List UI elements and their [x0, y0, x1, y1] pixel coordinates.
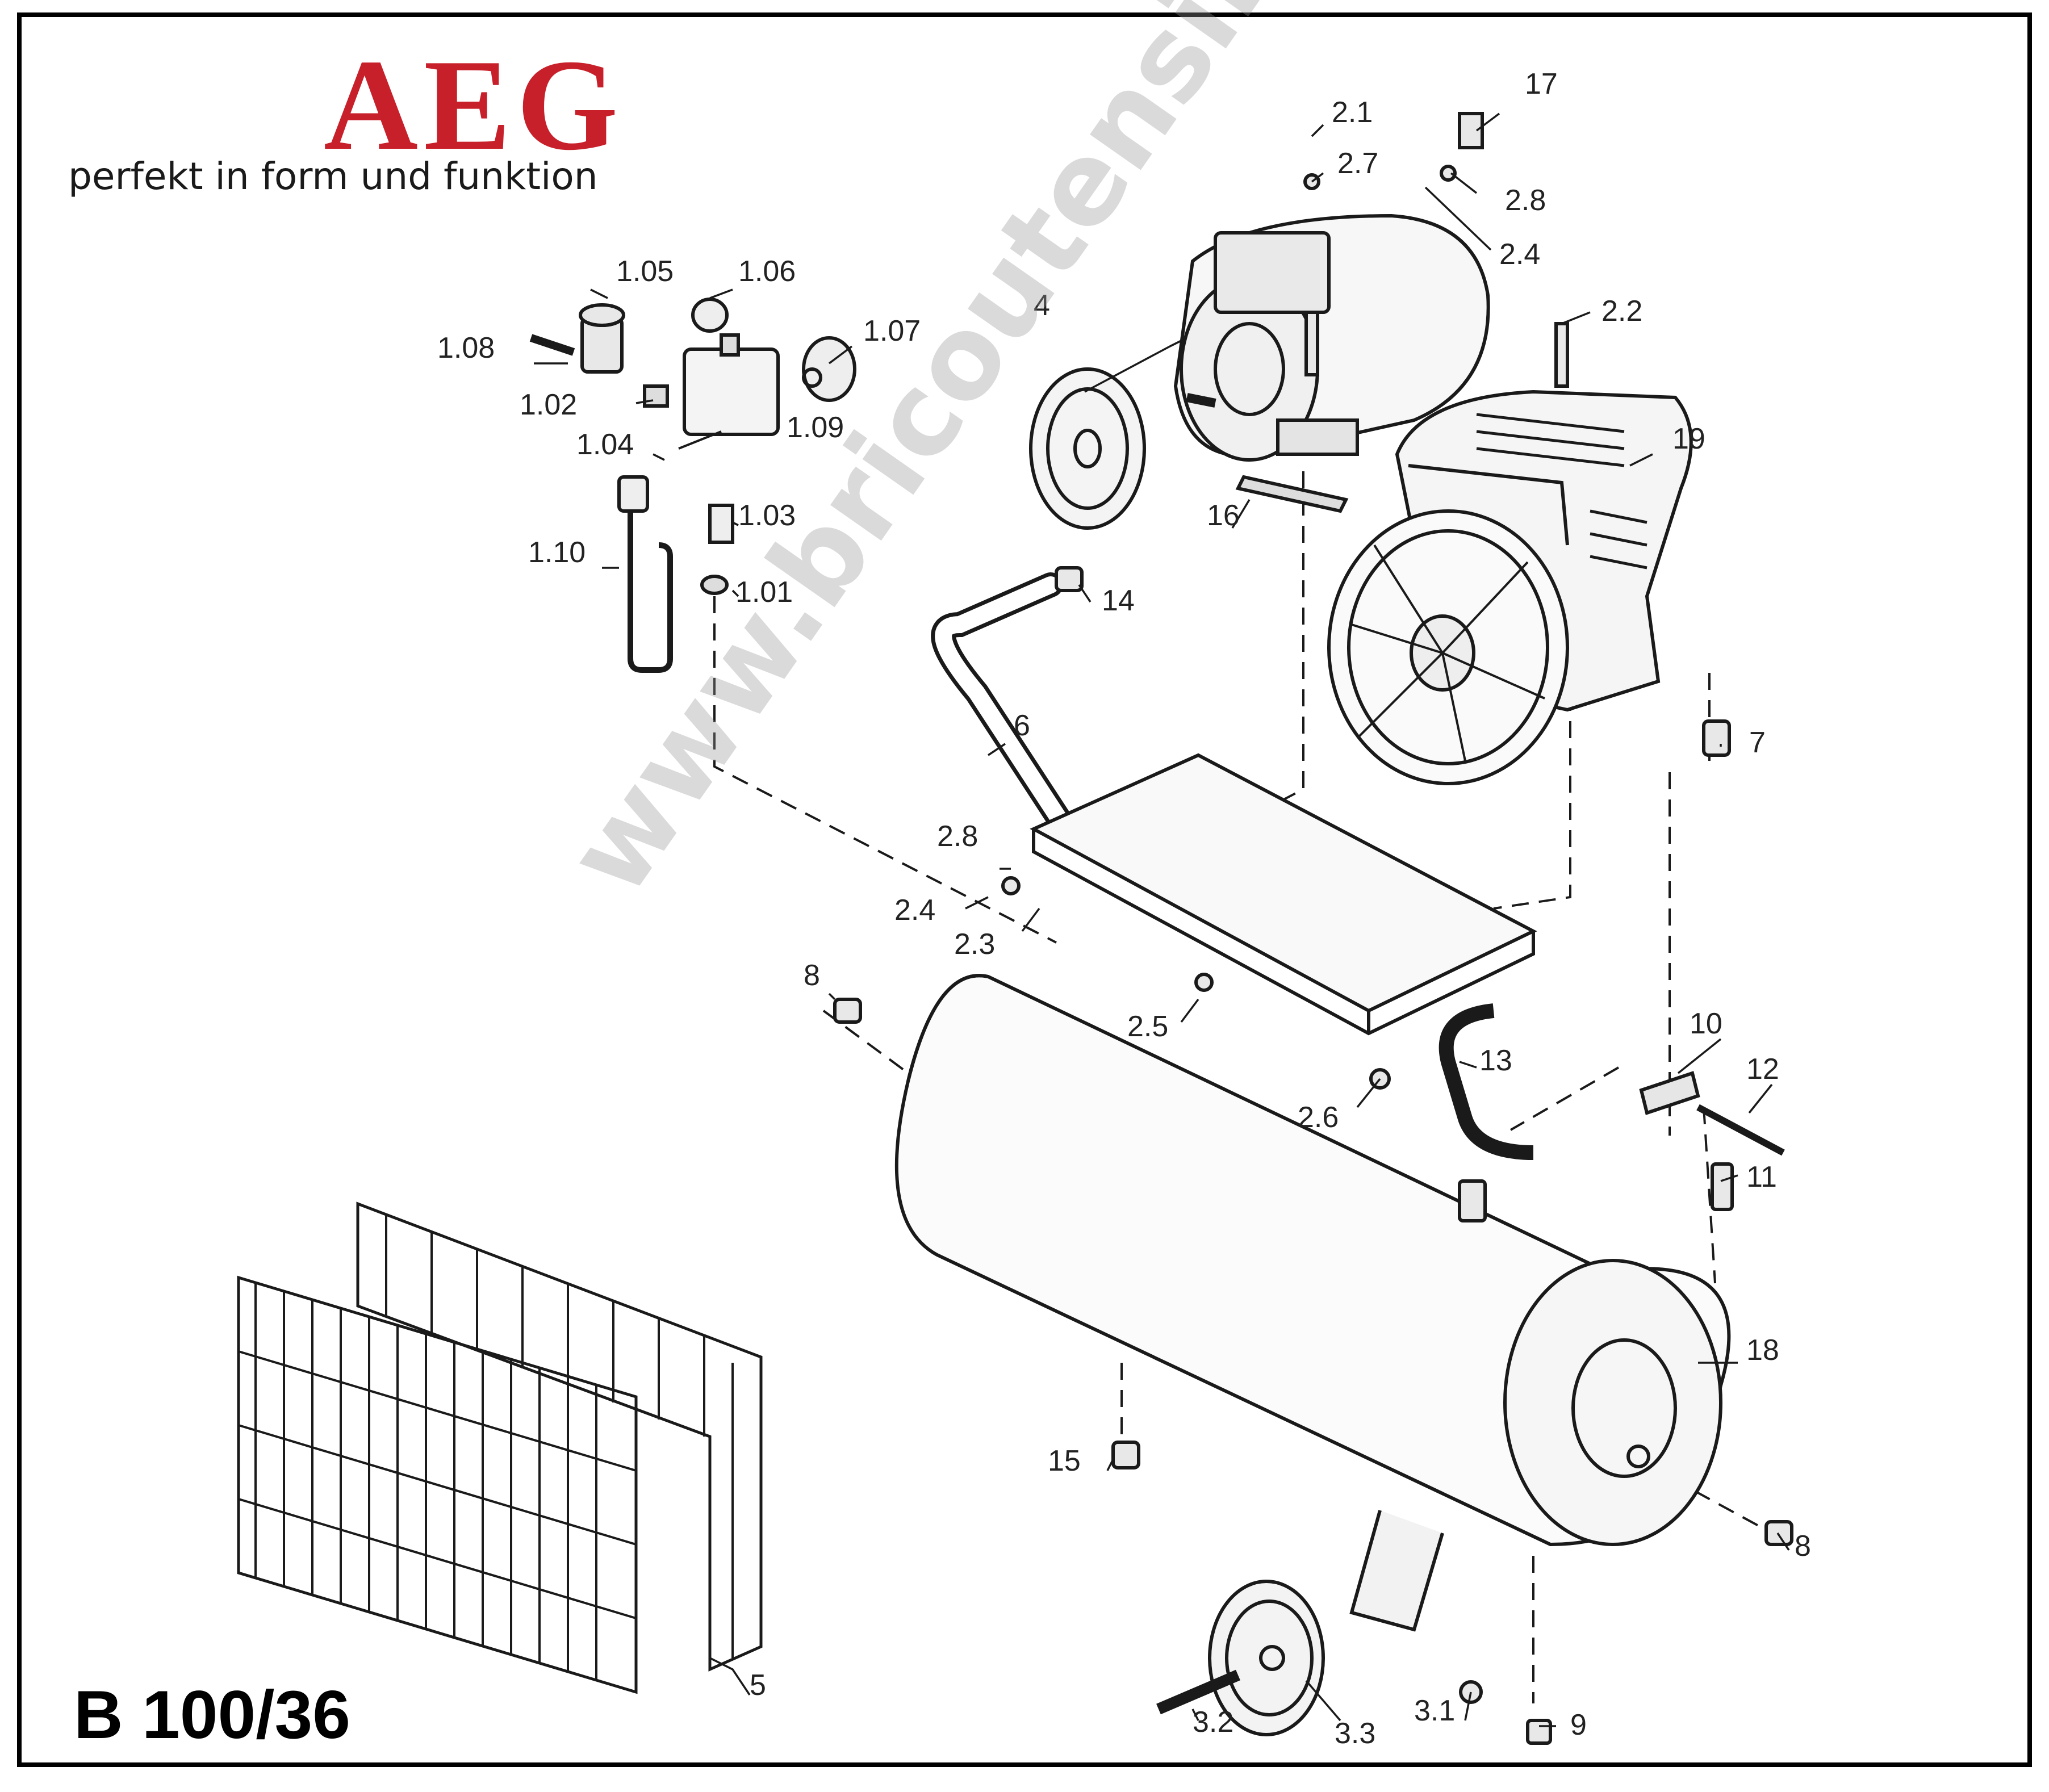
- callout-1-05: 1.05: [616, 255, 674, 288]
- leader-lines: [534, 112, 1790, 1727]
- callout-11: 11: [1746, 1161, 1777, 1194]
- electric-motor: [1173, 213, 1490, 462]
- callout-2-1: 2.1: [1332, 96, 1373, 129]
- foot-bracket: [1349, 1510, 1444, 1632]
- motor-key: [1235, 475, 1349, 513]
- callout-2-5: 2.5: [1127, 1010, 1168, 1043]
- motor-pulley: [1029, 367, 1146, 530]
- callout-3-3: 3.3: [1335, 1717, 1375, 1750]
- callout-2-4-top: 2.4: [1499, 238, 1540, 271]
- callout-1-07: 1.07: [863, 315, 921, 347]
- callout-7: 7: [1749, 726, 1766, 759]
- callout-18: 18: [1746, 1334, 1779, 1367]
- callout-8-top: 8: [804, 959, 820, 992]
- callout-1-04: 1.04: [576, 428, 634, 461]
- callout-1-01: 1.01: [735, 576, 793, 609]
- callout-1-06: 1.06: [738, 255, 796, 288]
- callout-5: 5: [750, 1669, 766, 1702]
- callout-2-8-mid: 2.8: [937, 820, 978, 853]
- diagram-frame: [17, 12, 2032, 1767]
- callout-8-bottom: 8: [1795, 1530, 1811, 1563]
- callout-6: 6: [1014, 709, 1030, 742]
- callout-1-09: 1.09: [787, 411, 844, 444]
- callout-16: 16: [1207, 499, 1240, 532]
- callout-14: 14: [1102, 584, 1135, 617]
- delivery-pipe: [1439, 1003, 1534, 1160]
- mounting-plate: [1030, 753, 1537, 1036]
- callout-12: 12: [1746, 1053, 1779, 1086]
- wheel: [1156, 1580, 1325, 1736]
- callout-13: 13: [1479, 1044, 1512, 1077]
- callout-1-03: 1.03: [738, 499, 796, 532]
- model-number: B 100/36: [74, 1677, 351, 1753]
- callout-2-7: 2.7: [1337, 147, 1378, 180]
- callout-3-1: 3.1: [1414, 1694, 1455, 1727]
- callout-3-2: 3.2: [1193, 1706, 1233, 1739]
- callout-15: 15: [1048, 1445, 1081, 1477]
- safety-cage: [237, 1201, 763, 1694]
- callout-17: 17: [1525, 68, 1558, 101]
- callout-2-4-mid: 2.4: [894, 894, 935, 927]
- callout-2-2: 2.2: [1601, 295, 1642, 328]
- callout-labels: 1.05 1.06 1.08 1.07 1.02 1.09 1.04 1.03 …: [437, 68, 1811, 1750]
- diagram-drawing: [237, 112, 1793, 1745]
- callout-2-3: 2.3: [954, 928, 995, 961]
- pressure-switch-assembly: [529, 298, 856, 673]
- brand-tagline: perfekt in form und funktion: [68, 154, 598, 198]
- flywheel: [1327, 509, 1569, 785]
- callout-10: 10: [1690, 1007, 1722, 1040]
- callout-1-10: 1.10: [528, 536, 586, 569]
- callout-1-08: 1.08: [437, 332, 495, 365]
- callout-19: 19: [1672, 422, 1705, 455]
- callout-4: 4: [1034, 289, 1050, 322]
- air-tank: [894, 974, 1731, 1547]
- callout-2-6: 2.6: [1298, 1101, 1339, 1134]
- callout-9: 9: [1570, 1709, 1587, 1741]
- check-valve: [1639, 1071, 1785, 1156]
- callout-2-8-top: 2.8: [1505, 184, 1546, 217]
- footer-strip: [0, 1770, 2049, 1792]
- callout-1-02: 1.02: [520, 388, 577, 421]
- brand-logo: AEG: [324, 32, 624, 177]
